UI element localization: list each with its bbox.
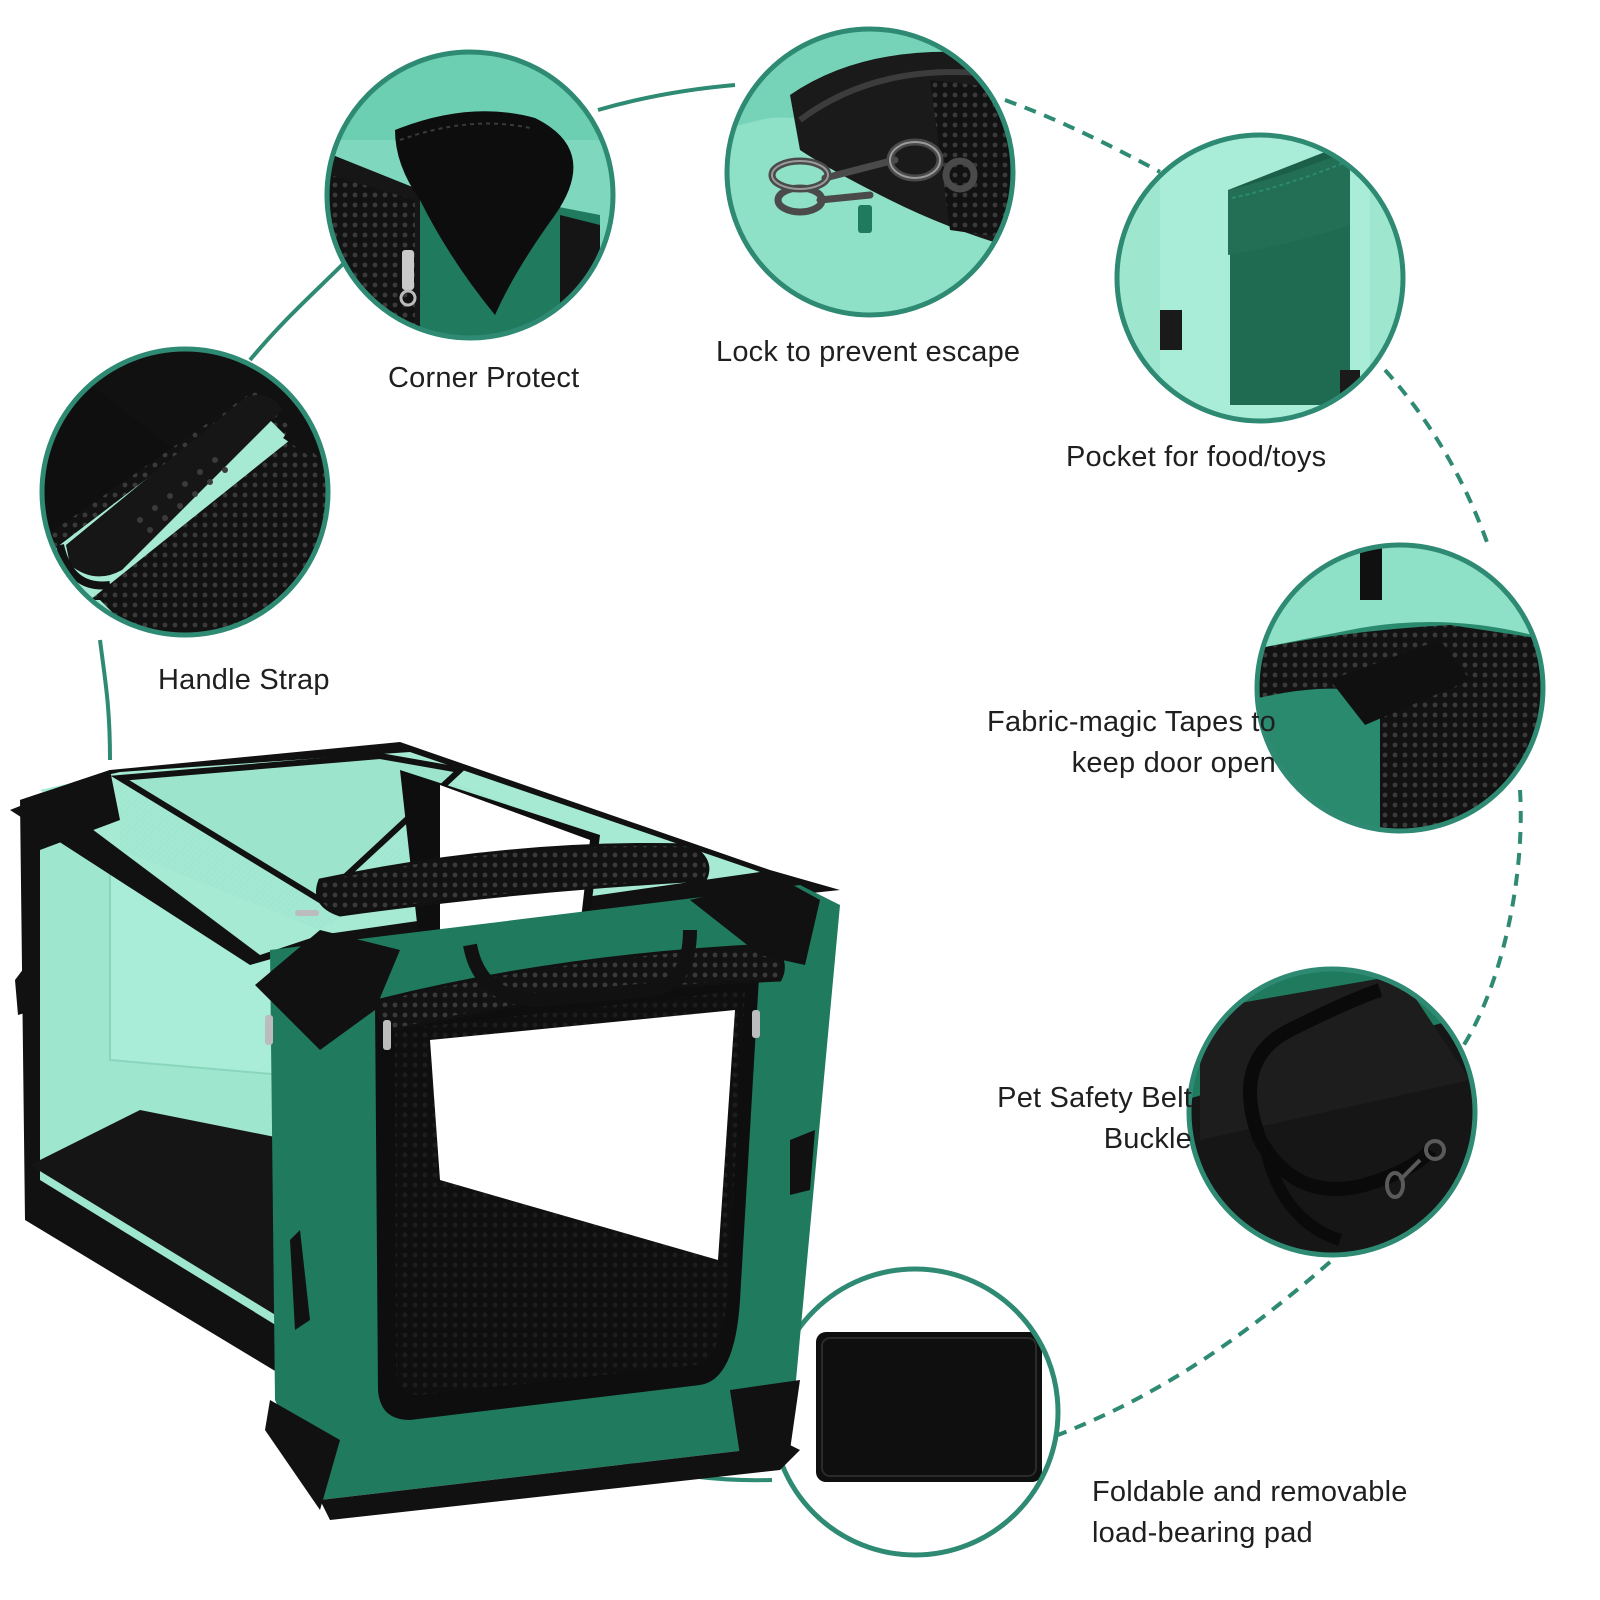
label-magic-tapes: Fabric-magic Tapes to keep door open <box>987 706 1276 779</box>
label-lock: Lock to prevent escape <box>716 336 1021 368</box>
detail-pad <box>769 1266 1061 1558</box>
label-corner-protect: Corner Protect <box>388 362 580 394</box>
detail-pocket <box>1114 132 1406 424</box>
label-pad: Foldable and removable load-bearing pad <box>1092 1476 1408 1549</box>
pet-crate <box>10 742 840 1520</box>
detail-magic-tapes <box>1254 542 1546 834</box>
label-safety-belt: Pet Safety Belt Buckle <box>997 1082 1192 1155</box>
label-handle-strap: Handle Strap <box>158 664 330 696</box>
detail-safety-belt <box>1186 966 1478 1258</box>
detail-lock <box>724 26 1016 318</box>
label-pocket: Pocket for food/toys <box>1066 441 1327 473</box>
detail-handle-strap <box>39 346 331 638</box>
detail-corner-protect <box>324 49 616 341</box>
